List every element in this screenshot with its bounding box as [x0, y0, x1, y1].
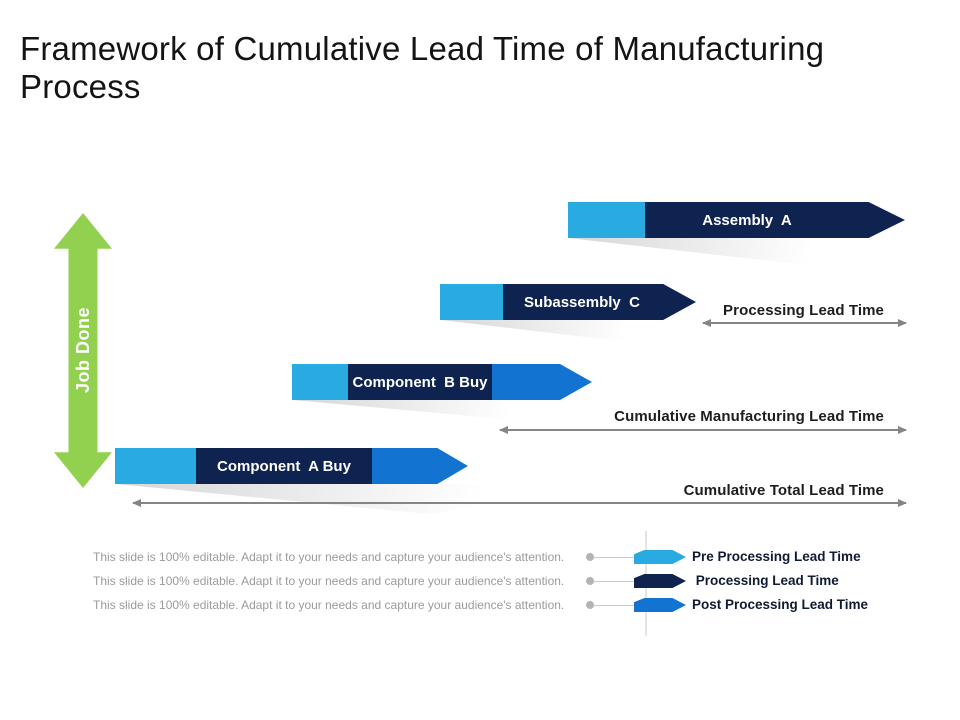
post-processing-segment	[372, 448, 468, 484]
legend-label-post: Post Processing Lead Time	[692, 597, 869, 612]
processing-segment: Component A Buy	[196, 448, 372, 484]
bar-assembly-a: Assembly A	[568, 202, 905, 238]
legend-connector-line	[594, 605, 634, 606]
shadow-wedge	[441, 320, 696, 350]
annotation-cumulative-total: Cumulative Total Lead Time	[683, 482, 884, 499]
bar-component-a: Component A Buy	[115, 448, 468, 484]
shadow-wedge	[116, 484, 621, 514]
arrowhead-right-icon	[898, 499, 907, 507]
legend-note: This slide is 100% editable. Adapt it to…	[93, 574, 565, 588]
legend-arrow-processing-icon	[634, 574, 686, 588]
arrowhead-right-icon	[898, 426, 907, 434]
pre-processing-segment	[440, 284, 503, 320]
legend-connector-dot	[586, 601, 594, 609]
double-arrow	[132, 499, 907, 507]
post-processing-segment	[492, 364, 592, 400]
legend-note: This slide is 100% editable. Adapt it to…	[93, 598, 565, 612]
job-done-label: Job Done	[72, 307, 93, 394]
bar-label: Assembly A	[702, 211, 792, 229]
bar-component-b: Component B Buy	[292, 364, 592, 400]
job-done-arrow: Job Done	[54, 213, 112, 488]
bar-subassembly-c: Subassembly C	[440, 284, 696, 320]
annotation-processing-lead-time: Processing Lead Time	[723, 302, 884, 319]
legend-arrow-pre-icon	[634, 550, 686, 564]
processing-segment: Assembly A	[645, 202, 905, 238]
legend-arrow-post-icon	[634, 598, 686, 612]
legend-connector-line	[594, 581, 634, 582]
arrowhead-left-icon	[499, 426, 508, 434]
annotation-cumulative-manufacturing: Cumulative Manufacturing Lead Time	[614, 408, 884, 425]
legend-connector-line	[594, 557, 634, 558]
bar-label: Component B Buy	[352, 373, 488, 391]
processing-segment: Subassembly C	[503, 284, 696, 320]
processing-segment: Component B Buy	[348, 364, 492, 400]
arrowhead-right-icon	[898, 319, 907, 327]
shadow-wedge	[568, 238, 903, 276]
pre-processing-segment	[292, 364, 348, 400]
legend-label-processing: Processing Lead Time	[692, 573, 839, 588]
legend-connector-dot	[586, 577, 594, 585]
double-arrow	[702, 319, 907, 327]
bar-label: Subassembly C	[524, 293, 640, 311]
pre-processing-segment	[568, 202, 645, 238]
arrowhead-left-icon	[132, 499, 141, 507]
bar-label: Component A Buy	[217, 457, 351, 475]
legend-connector-dot	[586, 553, 594, 561]
arrowhead-left-icon	[702, 319, 711, 327]
slide-title: Framework of Cumulative Lead Time of Man…	[20, 30, 825, 105]
shadow-wedge	[293, 400, 593, 427]
pre-processing-segment	[115, 448, 196, 484]
legend-note: This slide is 100% editable. Adapt it to…	[93, 550, 565, 564]
legend-label-pre: Pre Processing Lead Time	[692, 549, 861, 564]
double-arrow	[499, 426, 907, 434]
